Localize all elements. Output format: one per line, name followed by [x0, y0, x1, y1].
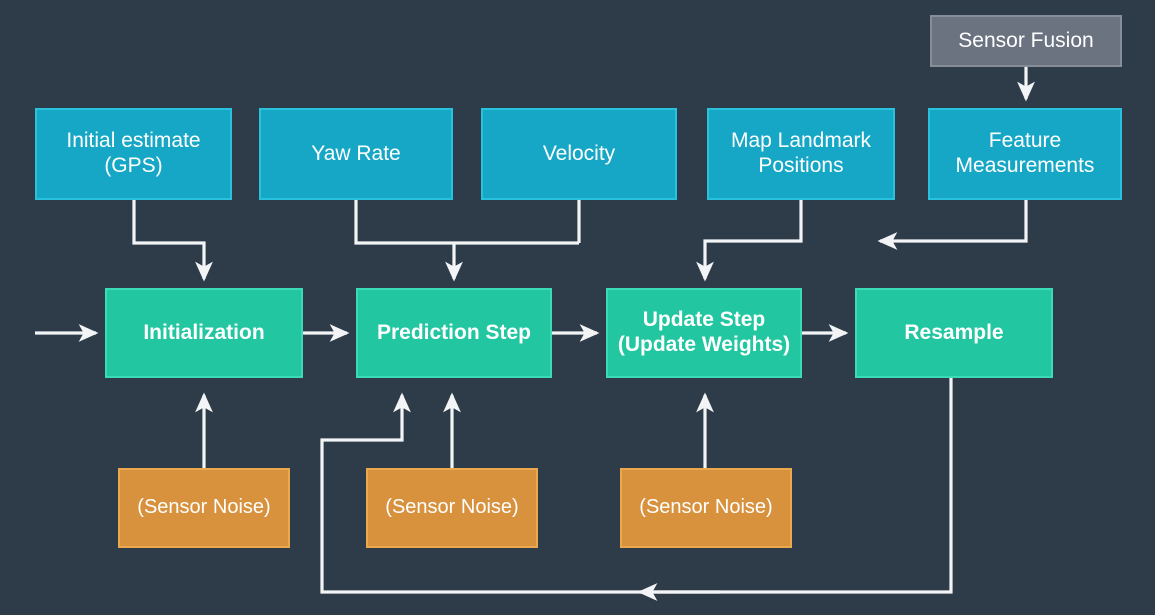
node-sensor-noise-initialization[interactable]: (Sensor Noise): [118, 468, 290, 548]
node-sensor-fusion[interactable]: Sensor Fusion: [930, 15, 1122, 67]
node-map-landmark-positions[interactable]: Map Landmark Positions: [707, 108, 895, 200]
wire-initial-estimate-to-initialization: [132, 200, 213, 282]
node-sensor-noise-update[interactable]: (Sensor Noise): [620, 468, 792, 548]
node-initial-estimate-gps[interactable]: Initial estimate (GPS): [35, 108, 232, 200]
node-initialization[interactable]: Initialization: [105, 288, 303, 378]
node-update-step[interactable]: Update Step (Update Weights): [606, 288, 802, 378]
node-velocity[interactable]: Velocity: [481, 108, 677, 200]
node-prediction-step[interactable]: Prediction Step: [356, 288, 552, 378]
node-resample[interactable]: Resample: [855, 288, 1053, 378]
node-yaw-rate[interactable]: Yaw Rate: [259, 108, 453, 200]
wire-feature-measurements-to-update-step: [877, 200, 1028, 250]
wire-map-landmark-positions-to-update-step: [696, 200, 803, 282]
wire-yaw-rate-to-prediction-step: [354, 200, 579, 245]
node-sensor-noise-prediction[interactable]: (Sensor Noise): [366, 468, 538, 548]
node-feature-measurements[interactable]: Feature Measurements: [928, 108, 1122, 200]
